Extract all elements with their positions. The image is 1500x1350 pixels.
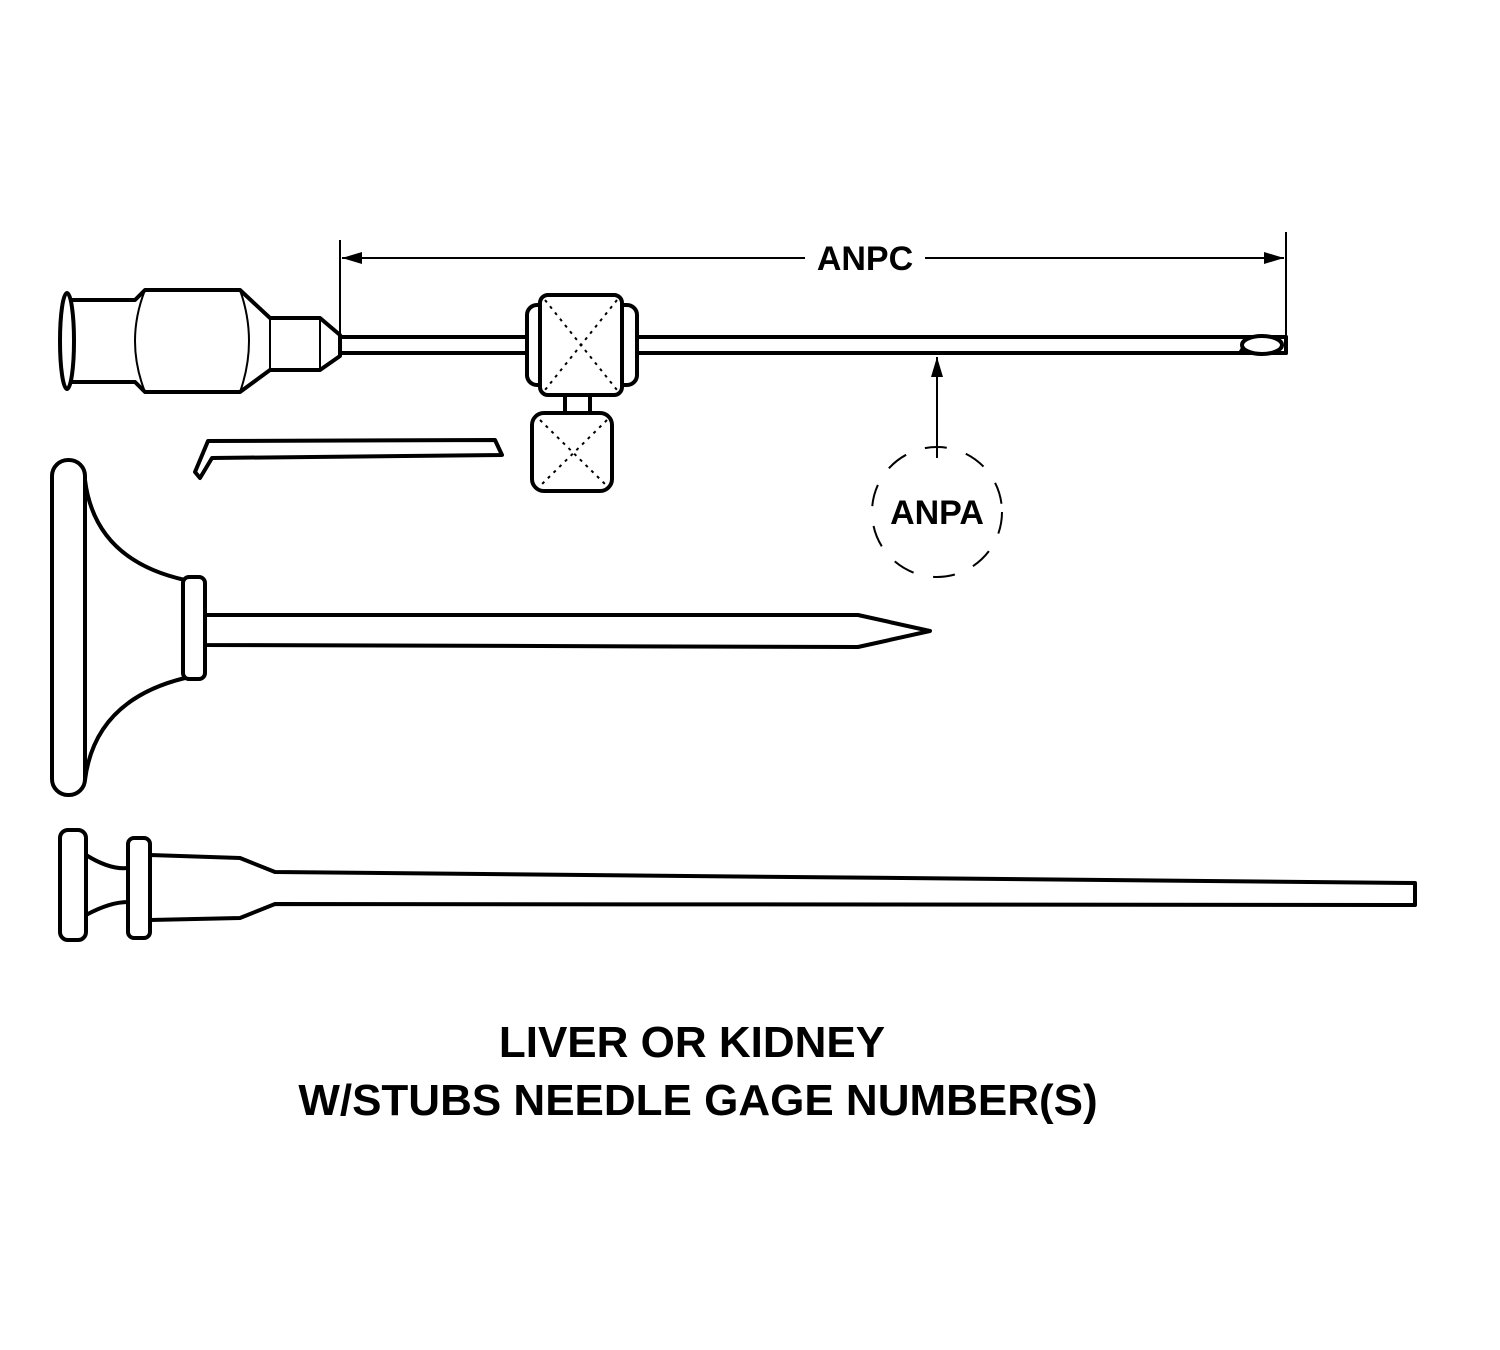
- caption-line-1: LIVER OR KIDNEY: [498, 1018, 886, 1067]
- stylet: [58, 828, 1417, 942]
- outer-needle: [58, 288, 1288, 394]
- trocar: [50, 458, 932, 797]
- caption-line-2: W/STUBS NEEDLE GAGE NUMBER(S): [298, 1076, 1098, 1125]
- anpa-callout: ANPA: [871, 357, 1003, 578]
- anpc-label: ANPC: [817, 240, 913, 278]
- bent-stylet: [193, 438, 504, 480]
- knurled-nut: [525, 293, 639, 493]
- anpc-dimension: ANPC: [339, 232, 1287, 335]
- anpa-label: ANPA: [890, 494, 984, 532]
